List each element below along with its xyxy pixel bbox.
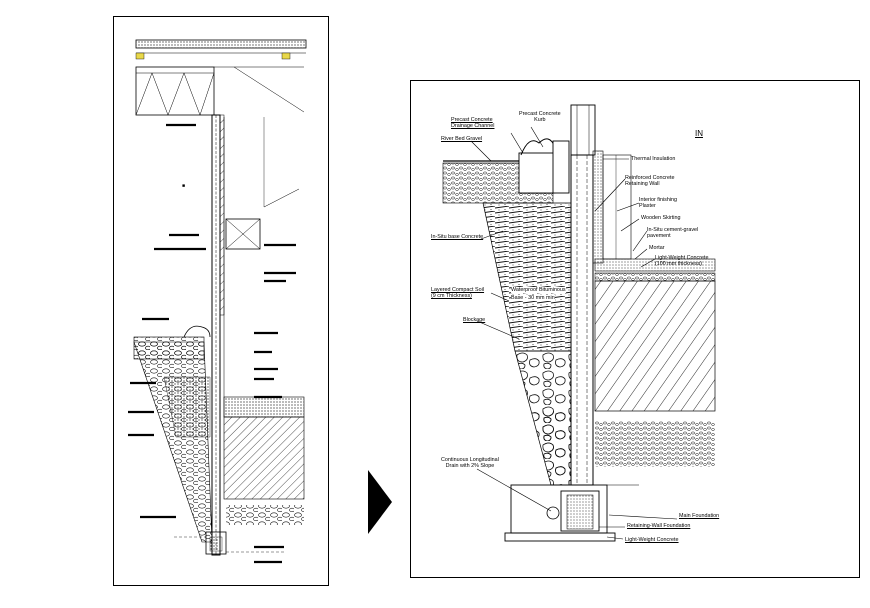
label-blockage: Blockage xyxy=(463,317,486,323)
label-thermal-insulation: Thermal Insulation xyxy=(631,156,676,162)
label-rw-foundation: Retaining-Wall Foundation xyxy=(627,523,691,529)
full-section-panel: ■ xyxy=(113,16,329,586)
section-marker-in: IN xyxy=(695,129,703,138)
label-river-bed-gravel: River Bed Gravel xyxy=(441,136,483,142)
detail-section-drawing xyxy=(442,104,716,542)
svg-text:■: ■ xyxy=(182,183,185,189)
detail-section-panel: IN Precast Concrete Kurb Precast Concret… xyxy=(410,80,860,578)
label-lw-concrete-100: Light-Weight Concrete (100 mm thickness) xyxy=(655,255,709,267)
label-mortar: Mortar xyxy=(649,245,665,251)
full-section-drawing: ■ xyxy=(128,39,307,564)
next-arrow-icon xyxy=(368,470,392,534)
label-rc-retaining-wall: Reinforced Concrete Retaining Wall xyxy=(625,175,675,187)
label-precast-kurb: Precast Concrete Kurb xyxy=(519,111,561,123)
label-lw-concrete: Light-Weight Concrete xyxy=(625,537,679,543)
label-interior-plaster: Interior finishing Plaster xyxy=(639,197,678,209)
label-insitu-base: In-Situ base Concrete xyxy=(431,234,484,240)
label-layered-soil: Layered Compact Soil (9 cm Thickness) xyxy=(431,287,485,299)
label-insitu-paving: In-Situ cement-gravel pavement xyxy=(647,227,699,239)
label-precast-channel: Precast Concrete Drainage Channel xyxy=(451,117,495,129)
label-wooden-skirting: Wooden Skirting xyxy=(641,215,681,221)
label-waterproof-bitumen: Waterproof Bituminous xyxy=(511,287,566,293)
label-drain: Continuous Longitudinal Drain with 2% Sl… xyxy=(441,457,499,469)
label-base-30mm: Base - 30 mm min xyxy=(511,295,555,301)
label-main-foundation: Main Foundation xyxy=(679,513,720,519)
